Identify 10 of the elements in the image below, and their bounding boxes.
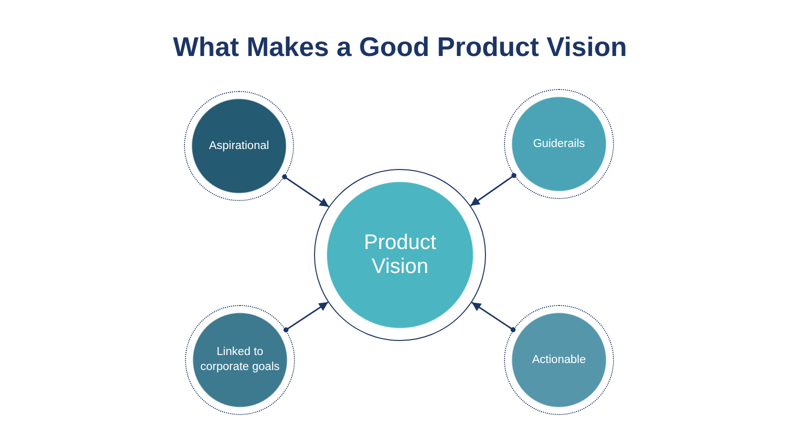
- arrow: [471, 302, 516, 332]
- title: What Makes a Good Product Vision: [172, 32, 628, 63]
- node-label: Guiderails: [533, 136, 585, 152]
- node-label: Product Vision: [362, 231, 438, 279]
- node-label: Linked to corporate goals: [199, 345, 281, 375]
- arrow: [283, 302, 329, 332]
- arrow: [470, 172, 516, 206]
- node-label: Actionable: [532, 352, 586, 368]
- arrow: [282, 174, 330, 208]
- node-label: Aspirational: [208, 138, 270, 154]
